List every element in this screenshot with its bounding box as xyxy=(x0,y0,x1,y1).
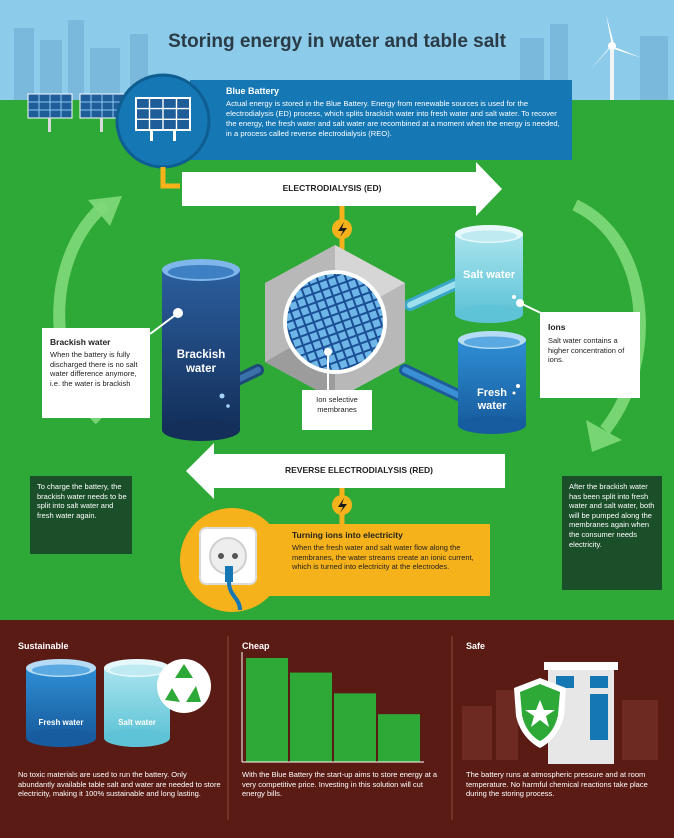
solar-panel-icon xyxy=(135,97,191,141)
recycle-icon xyxy=(157,659,211,713)
turning-ions-heading: Turning ions into electricity xyxy=(292,530,403,540)
solar-panels-icon xyxy=(27,93,125,132)
ed-label: ELECTRODIALYSIS (ED) xyxy=(282,183,382,193)
city-silhouette xyxy=(462,690,658,760)
shield-icon xyxy=(514,678,566,748)
blue-battery-text: Actual energy is stored in the Blue Batt… xyxy=(226,99,560,139)
red-arrow xyxy=(186,443,505,499)
safe-text: The battery runs at atmospheric pressure… xyxy=(466,770,648,799)
right-cycle-arrow xyxy=(572,199,646,434)
membranes-label: Ion selective membranes xyxy=(316,395,358,414)
safe-heading: Safe xyxy=(466,641,486,651)
cheap-heading: Cheap xyxy=(242,641,270,651)
fresh-tank-label: Fresh water xyxy=(477,387,507,413)
blue-battery-box xyxy=(190,80,572,160)
brackish-water-tank xyxy=(162,259,240,441)
fresh-water-tank xyxy=(458,331,526,434)
sustainable-fresh-tank xyxy=(26,659,96,747)
lightning-icon xyxy=(338,222,347,237)
cheap-bar-chart xyxy=(241,652,424,763)
wind-turbine-icon xyxy=(590,14,642,126)
cheap-bar xyxy=(290,672,332,762)
membrane-module xyxy=(265,245,405,400)
sustainable-heading: Sustainable xyxy=(18,641,69,651)
brackish-info-text: When the battery is fully discharged the… xyxy=(50,350,138,388)
brackish-info-heading: Brackish water xyxy=(50,337,111,347)
ions-info-heading: Ions xyxy=(548,322,566,332)
lightning-icon xyxy=(338,498,347,513)
ed-arrow xyxy=(182,162,502,216)
sustainable-fresh-label: Fresh water xyxy=(38,718,84,727)
sustainable-text: No toxic materials are used to run the b… xyxy=(18,770,221,799)
page-title: Storing energy in water and table salt xyxy=(168,31,506,52)
membranes-label-box xyxy=(302,390,372,430)
charge-info-box xyxy=(30,476,132,554)
cheap-bar xyxy=(246,658,288,762)
cheap-text: With the Blue Battery the start-up aims … xyxy=(242,770,438,799)
after-info-box xyxy=(562,476,662,590)
ions-info-box xyxy=(540,312,640,398)
power-socket-icon xyxy=(199,527,257,611)
power-plant-building xyxy=(544,662,618,764)
salt-tank-label: Salt water xyxy=(463,269,515,281)
cheap-bar xyxy=(334,693,376,762)
sustainable-salt-label: Salt water xyxy=(118,718,156,727)
red-label: REVERSE ELECTRODIALYSIS (RED) xyxy=(285,465,433,475)
blue-battery-heading: Blue Battery xyxy=(226,86,280,96)
cheap-bar xyxy=(378,714,420,762)
sustainable-salt-tank xyxy=(104,659,170,747)
after-info-text: After the brackish water has been split … xyxy=(569,482,655,549)
brackish-info-box xyxy=(42,328,150,418)
brackish-tank-label: Brackish water xyxy=(176,349,226,375)
charge-info-text: To charge the battery, the brackish wate… xyxy=(37,482,127,520)
turning-ions-text: When the fresh water and salt water flow… xyxy=(292,543,474,572)
salt-water-tank xyxy=(455,225,523,323)
ions-info-text: Salt water contains a higher concentrati… xyxy=(548,336,625,365)
